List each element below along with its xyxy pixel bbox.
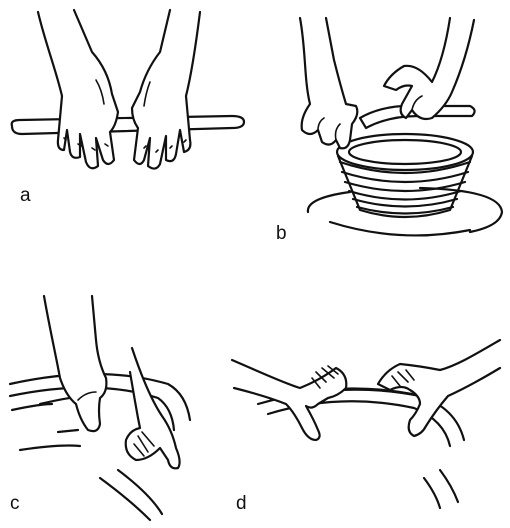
panel-label-b: b <box>276 224 287 243</box>
panel-c-drawing <box>10 296 190 520</box>
left-hand <box>232 360 346 440</box>
panel-b-drawing <box>300 18 502 235</box>
clay-coil <box>12 116 244 134</box>
left-hand <box>38 10 118 168</box>
left-hand <box>300 18 357 148</box>
right-hand <box>378 340 500 436</box>
panel-label-a: a <box>20 186 31 205</box>
right-hand <box>384 18 474 119</box>
panel-d-drawing <box>232 340 500 508</box>
coil-pot <box>337 134 473 217</box>
panel-a-drawing <box>12 10 244 169</box>
right-hand <box>132 10 200 169</box>
panel-label-c: c <box>10 494 20 513</box>
panel-label-d: d <box>236 494 247 513</box>
left-hand <box>44 296 106 431</box>
wheel-head <box>308 188 502 232</box>
right-hand <box>126 348 180 468</box>
